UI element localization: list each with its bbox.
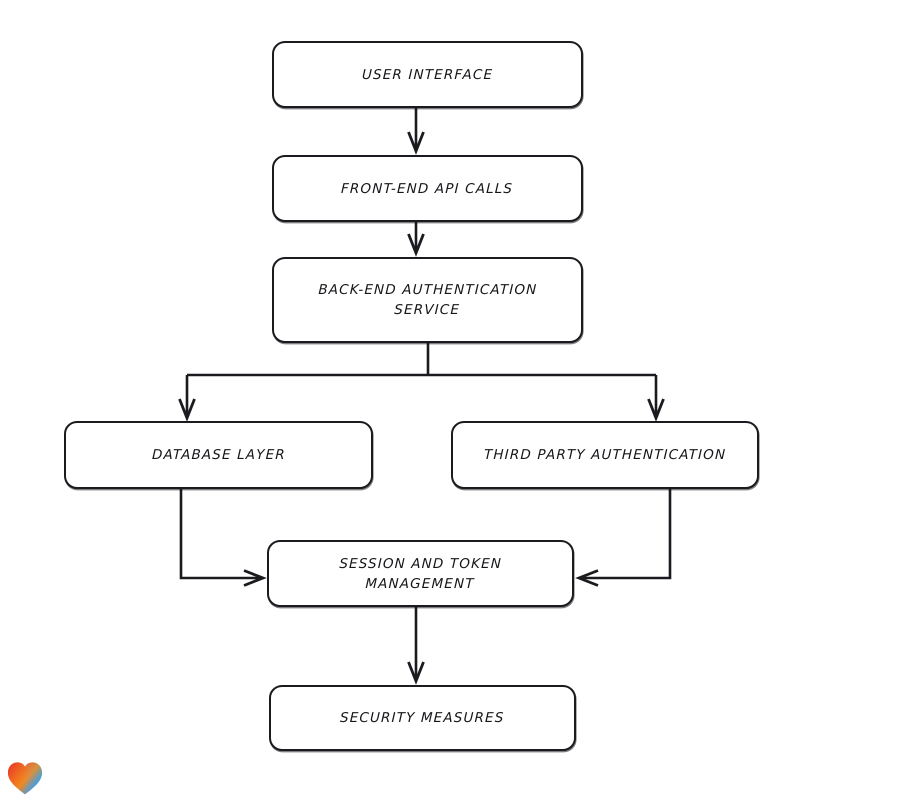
node-security-measures[interactable]: Security Measures — [269, 685, 576, 751]
edge-backend-auth-branch-stem — [187, 343, 656, 377]
edge-database-layer-to-session-token — [179, 489, 267, 587]
node-third-party-auth[interactable]: Third Party Authentication — [451, 421, 759, 489]
node-frontend-api[interactable]: Front-End API Calls — [272, 155, 583, 222]
node-third-party-auth-label: Third Party Authentication — [483, 447, 727, 463]
node-user-interface-label: User Interface — [361, 66, 494, 83]
edge-frontend-api-to-backend-auth — [407, 222, 425, 257]
node-frontend-api-label: Front-End API Calls — [341, 180, 514, 197]
node-backend-auth-label: Back-End Authentication Service — [318, 282, 538, 318]
node-session-token-label: Session and Token Management — [339, 555, 503, 592]
heart-icon — [8, 762, 42, 795]
edge-branch-to-database-layer — [178, 375, 196, 422]
node-user-interface[interactable]: User Interface — [272, 41, 583, 108]
node-backend-auth[interactable]: Back-End Authentication Service — [272, 257, 583, 343]
edge-session-token-to-security-measures — [407, 607, 425, 685]
node-database-layer-label: Database Layer — [151, 447, 286, 463]
node-security-measures-label: Security Measures — [339, 710, 505, 726]
edge-user-interface-to-frontend-api — [407, 108, 425, 155]
node-database-layer[interactable]: Database Layer — [64, 421, 373, 489]
node-session-token[interactable]: Session and Token Management — [267, 540, 574, 607]
edge-branch-to-third-party-auth — [647, 375, 665, 422]
edge-third-party-auth-to-session-token — [575, 489, 672, 587]
